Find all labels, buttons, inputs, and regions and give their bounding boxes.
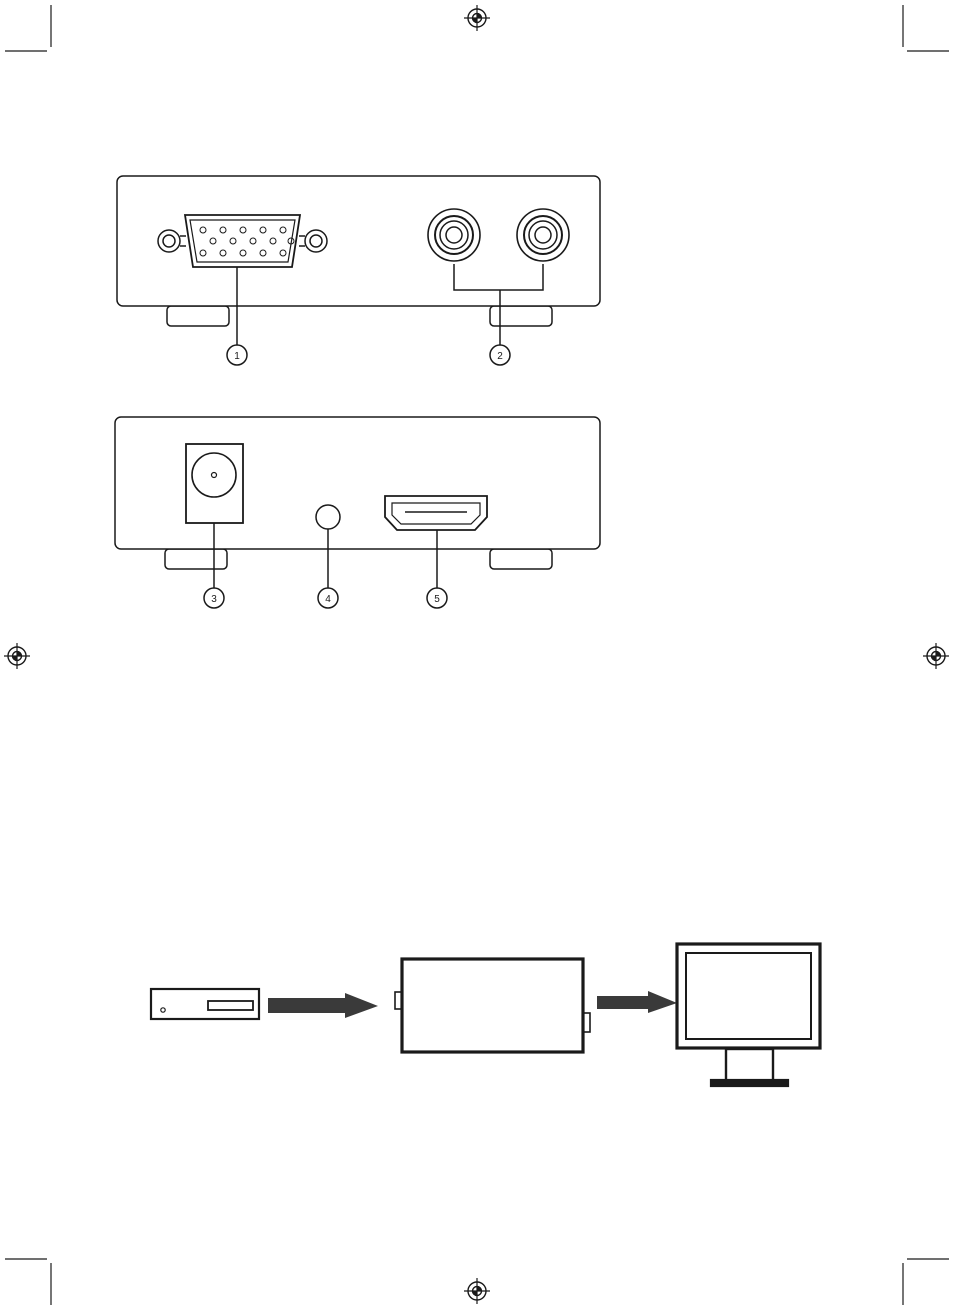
arrow-source-to-converter [268, 993, 378, 1018]
monitor [677, 944, 820, 1086]
front-foot-left [167, 306, 229, 326]
source-device [151, 989, 259, 1019]
svg-text:5: 5 [434, 594, 440, 605]
rear-panel-body [115, 417, 600, 549]
converter-box [395, 959, 590, 1052]
rear-panel [115, 417, 600, 588]
callout-1: 1 [227, 345, 247, 365]
svg-text:2: 2 [497, 351, 503, 362]
rear-foot-right [490, 549, 552, 569]
svg-text:4: 4 [325, 594, 331, 605]
callout-5: 5 [427, 588, 447, 608]
svg-text:1: 1 [234, 351, 240, 362]
registration-mark-left [4, 643, 30, 669]
registration-mark-right [923, 643, 949, 669]
rear-foot-left [165, 549, 227, 569]
callout-3: 3 [204, 588, 224, 608]
registration-mark-top [464, 5, 490, 31]
svg-text:3: 3 [211, 594, 217, 605]
arrow-converter-to-monitor [597, 991, 677, 1013]
callout-4: 4 [318, 588, 338, 608]
callout-2: 2 [490, 345, 510, 365]
front-panel [117, 176, 600, 345]
registration-mark-bottom [464, 1278, 490, 1304]
